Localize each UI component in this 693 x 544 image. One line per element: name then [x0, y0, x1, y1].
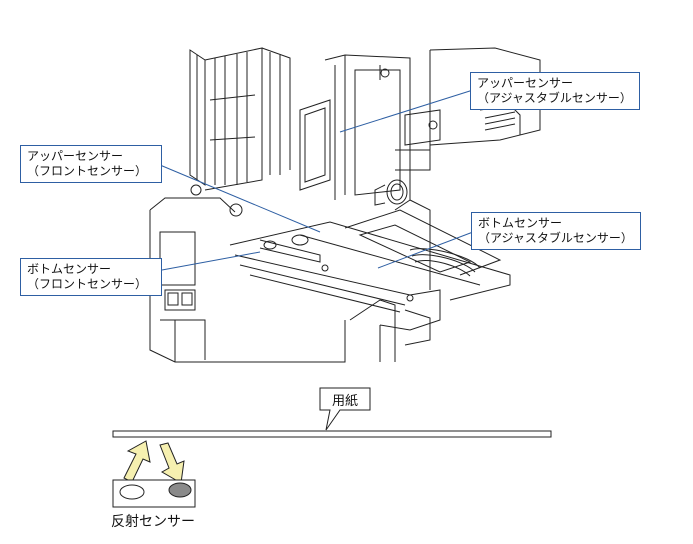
callout-line: （アジャスタブルセンサー） [478, 231, 633, 245]
inner-panel-drawing [299, 54, 431, 290]
leader-upper-adjustable [339, 89, 474, 133]
front-housing-drawing [149, 184, 346, 363]
left-frame-drawing [189, 47, 291, 191]
paper-strip [112, 430, 552, 438]
sensor-arrows [123, 440, 185, 484]
callout-line: ボトムセンサー [478, 216, 563, 230]
callout-line: アッパーセンサー [477, 76, 574, 90]
callout-upper-sensor-adjustable: アッパーセンサー （アジャスタブルセンサー） [470, 72, 640, 110]
callout-line: ボトムセンサー [27, 262, 112, 276]
callout-bottom-sensor-front: ボトムセンサー （フロントセンサー） [20, 258, 162, 296]
sensor-receiver [168, 482, 192, 498]
reflective-sensor-label: 反射センサー [111, 514, 195, 530]
emit-arrow [123, 440, 151, 483]
knob-drawing [374, 179, 408, 206]
paper-label: 用紙 [331, 394, 358, 409]
leader-bottom-adjustable [377, 231, 474, 269]
sensor-emitter [119, 484, 145, 500]
callout-upper-sensor-front: アッパーセンサー （フロントセンサー） [20, 145, 162, 183]
leader-lines [159, 89, 474, 271]
reflect-arrow [159, 442, 185, 484]
callout-line: （フロントセンサー） [27, 164, 148, 178]
callout-bottom-sensor-adjustable: ボトムセンサー （アジャスタブルセンサー） [471, 212, 641, 250]
paper-label-box [319, 387, 371, 431]
callout-line: （アジャスタブルセンサー） [477, 91, 632, 105]
callout-line: （フロントセンサー） [27, 277, 148, 291]
media-path-drawing [229, 209, 511, 362]
leader-upper-front [159, 164, 321, 233]
leader-bottom-front [161, 251, 261, 271]
callout-line: アッパーセンサー [27, 149, 124, 163]
